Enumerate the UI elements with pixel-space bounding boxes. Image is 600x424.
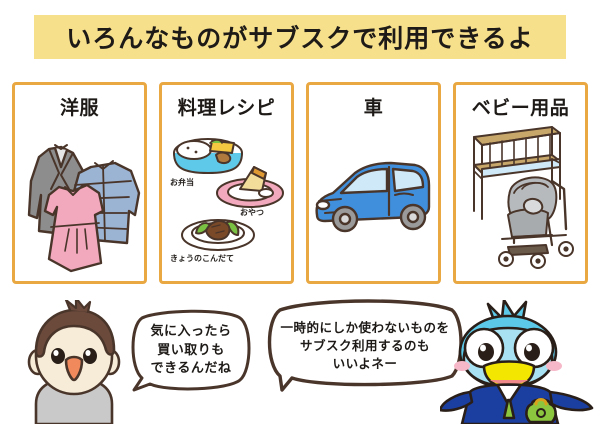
- characters-row: 気に入ったら 買い取りも できるんだね 一時的にしか使わないものを サブスク利用…: [0, 292, 600, 424]
- title-banner: いろんなものがサブスクで利用できるよ: [34, 15, 566, 59]
- food-caption-todays-menu: きょうのこんだて: [170, 254, 234, 263]
- bird-line-1: 一時的にしか使わないものを: [280, 320, 450, 336]
- baby-goods-illustration: [456, 119, 585, 281]
- card-car[interactable]: 車: [306, 82, 441, 284]
- card-label-baby-goods: ベビー用品: [471, 97, 570, 119]
- child-line-1: 気に入ったら: [150, 324, 232, 340]
- card-clothes[interactable]: 洋服: [12, 82, 147, 284]
- card-cooking-recipes[interactable]: 料理レシピ: [159, 82, 294, 284]
- food-caption-bento: お弁当: [170, 178, 194, 187]
- card-label-cooking-recipes: 料理レシピ: [177, 97, 276, 119]
- card-baby-goods[interactable]: ベビー用品: [453, 82, 588, 284]
- bird-line-3: いいよネー: [332, 355, 398, 371]
- child-character: [18, 300, 130, 424]
- bird-line-2: サブスク利用するのも: [299, 338, 430, 354]
- bird-speech-bubble: 一時的にしか使わないものを サブスク利用するのも いいよネー: [262, 298, 468, 394]
- child-speech-bubble: 気に入ったら 買い取りも できるんだね: [128, 308, 254, 394]
- car-illustration: [309, 119, 438, 281]
- child-speech-lines: 気に入ったら 買い取りも できるんだね: [128, 308, 254, 394]
- food-caption-snack: おやつ: [240, 208, 264, 217]
- card-label-clothes: 洋服: [59, 97, 99, 119]
- banner-title: いろんなものがサブスクで利用できるよ: [66, 24, 534, 53]
- child-line-2: 買い取りも: [157, 342, 225, 358]
- bird-mascot-character: [440, 300, 600, 424]
- cooking-recipes-illustration: お弁当 おやつ きょうのこんだて: [162, 119, 291, 281]
- bird-speech-lines: 一時的にしか使わないものを サブスク利用するのも いいよネー: [262, 298, 468, 394]
- card-label-car: 車: [363, 97, 384, 119]
- category-card-row: 洋服: [12, 82, 588, 284]
- clothes-illustration: [15, 119, 144, 281]
- child-line-3: できるんだね: [150, 361, 232, 377]
